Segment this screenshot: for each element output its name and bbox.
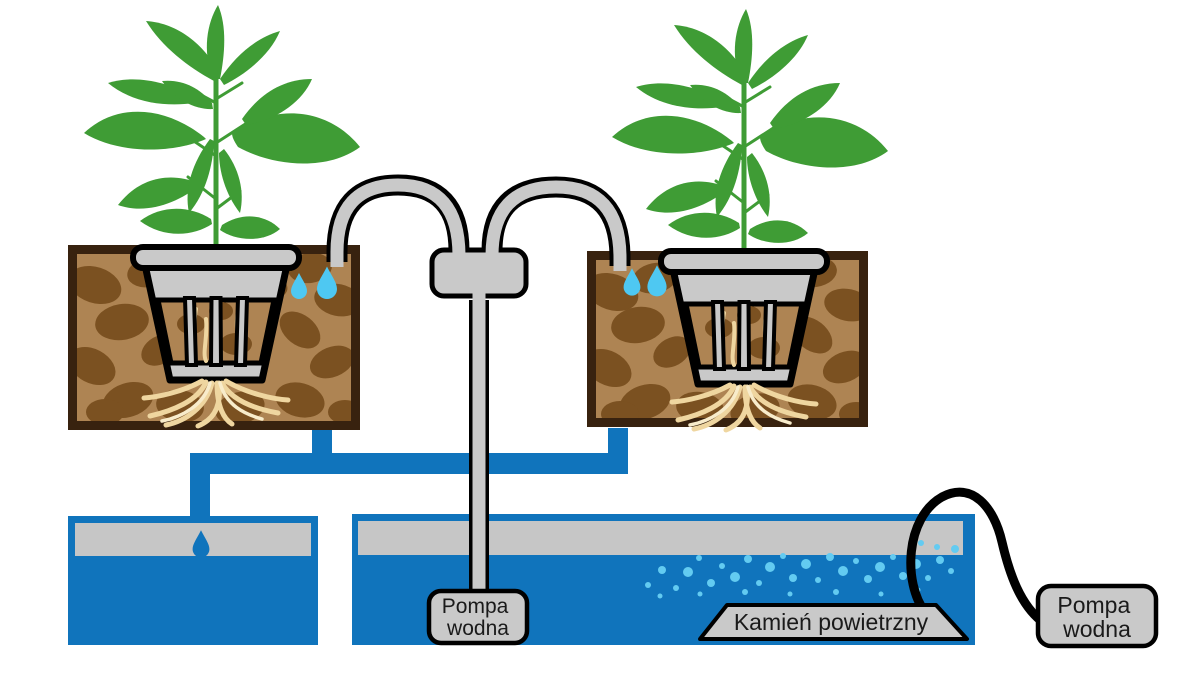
water-pump-label: Pompa wodna bbox=[442, 595, 514, 640]
grow-bed-left bbox=[68, 247, 360, 430]
drain-pipe-into-left-tank bbox=[190, 453, 210, 523]
reservoir-left bbox=[68, 516, 318, 645]
water-pump: Pompa wodna bbox=[426, 588, 530, 646]
air-pump-box bbox=[1035, 583, 1159, 649]
air-pump: Pompa wodna bbox=[1035, 583, 1159, 649]
air-stone-shape bbox=[698, 603, 969, 641]
drain-pipe-horizontal bbox=[190, 453, 628, 474]
supply-tubing bbox=[326, 174, 631, 604]
water-pump-box bbox=[426, 588, 530, 646]
air-stone: Kamień powietrzny bbox=[698, 603, 969, 641]
supply-manifold bbox=[429, 247, 529, 299]
air-bubbles bbox=[645, 540, 959, 599]
grow-bed-right bbox=[587, 251, 868, 432]
plant-left bbox=[84, 5, 360, 255]
drain-pipes bbox=[190, 426, 628, 523]
airline-cable bbox=[906, 487, 1049, 628]
drain-pipe-right-bed bbox=[608, 428, 628, 474]
air-pump-label: Pompa wodna bbox=[1057, 592, 1136, 642]
plant-right bbox=[612, 9, 888, 259]
reservoir-main-air-gap bbox=[358, 521, 963, 555]
air-stone-label: Kamień powietrzny bbox=[734, 609, 929, 635]
